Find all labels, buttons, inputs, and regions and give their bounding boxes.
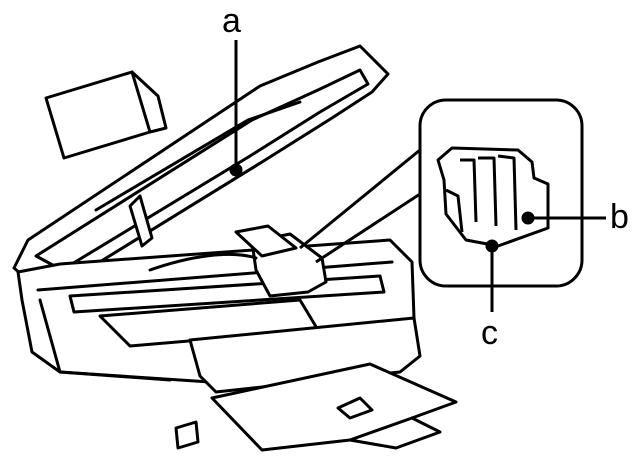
ink-cartridge: [436, 146, 550, 248]
cartridge-slot-3: [497, 154, 518, 231]
callout-label-c: c: [481, 314, 498, 352]
paper-support: [44, 70, 152, 160]
cartridge-slot-2: [478, 156, 498, 227]
inset-pointer-bottom: [315, 192, 421, 264]
inset-pointer-top: [299, 148, 421, 250]
cartridge-slot-1: [460, 158, 478, 223]
leader-dot-b: [521, 211, 535, 225]
callout-label-a: a: [222, 2, 241, 40]
body-front-panel: [38, 298, 172, 382]
tray-extension: [348, 416, 442, 450]
tray-stopper: [336, 396, 374, 420]
ink-tube: [148, 252, 258, 272]
scanner-glass-edge: [94, 100, 302, 212]
control-button: [174, 420, 200, 450]
body-top-edge: [36, 260, 394, 292]
lid-prop: [128, 194, 154, 248]
paper-support-back: [130, 70, 168, 134]
leader-dot-c: [485, 239, 499, 253]
leader-dot-a: [229, 163, 243, 177]
callout-label-b: b: [610, 198, 629, 236]
cartridge-clip: [445, 188, 464, 233]
cartridge-holder-arm: [234, 224, 298, 258]
